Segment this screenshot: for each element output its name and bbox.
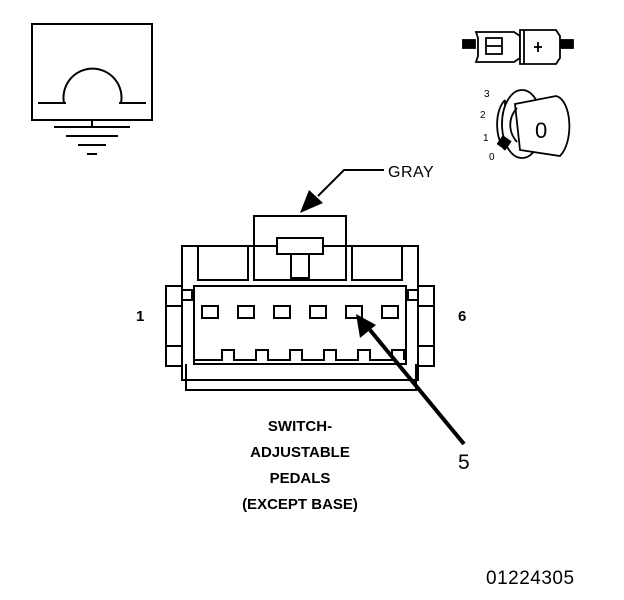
pin-cavity-1 bbox=[201, 305, 219, 319]
title-line-3: PEDALS bbox=[269, 470, 331, 487]
title-line-2: ADJUSTABLE bbox=[250, 444, 350, 461]
ignition-position-3: 3 bbox=[484, 89, 490, 100]
connector-plug-icon bbox=[462, 29, 574, 65]
omega-ground-icon bbox=[31, 23, 153, 155]
title-line-1: SWITCH- bbox=[267, 418, 333, 435]
pin-number-left: 1 bbox=[136, 308, 145, 325]
ignition-key-icon bbox=[496, 89, 571, 159]
ignition-position-0: 0 bbox=[489, 152, 495, 163]
gray-leader-arrow bbox=[317, 169, 384, 197]
pin5-callout-line bbox=[368, 328, 466, 446]
ignition-position-2: 2 bbox=[480, 110, 486, 121]
connector-title: SWITCH- ADJUSTABLE PEDALS (EXCEPT BASE) bbox=[200, 414, 400, 518]
pin-cavity-2 bbox=[237, 305, 255, 319]
ignition-position-1: 1 bbox=[483, 133, 489, 144]
pin-cavity-3 bbox=[273, 305, 291, 319]
pin-cavity-6 bbox=[381, 305, 399, 319]
connector-body bbox=[165, 215, 435, 391]
title-line-4: (EXCEPT BASE) bbox=[242, 496, 358, 513]
pin5-callout-arrowhead bbox=[356, 314, 376, 338]
gray-arrowhead bbox=[300, 190, 323, 213]
pin-cavity-4 bbox=[309, 305, 327, 319]
connector-color-label: GRAY bbox=[388, 164, 435, 181]
figure-number: 01224305 bbox=[486, 568, 575, 589]
callout-pin-number: 5 bbox=[458, 451, 470, 474]
pin-cavity-5 bbox=[345, 305, 363, 319]
pin-number-right: 6 bbox=[458, 308, 467, 325]
pin-cavities bbox=[201, 305, 399, 319]
ignition-key-label: 0 bbox=[535, 118, 547, 143]
